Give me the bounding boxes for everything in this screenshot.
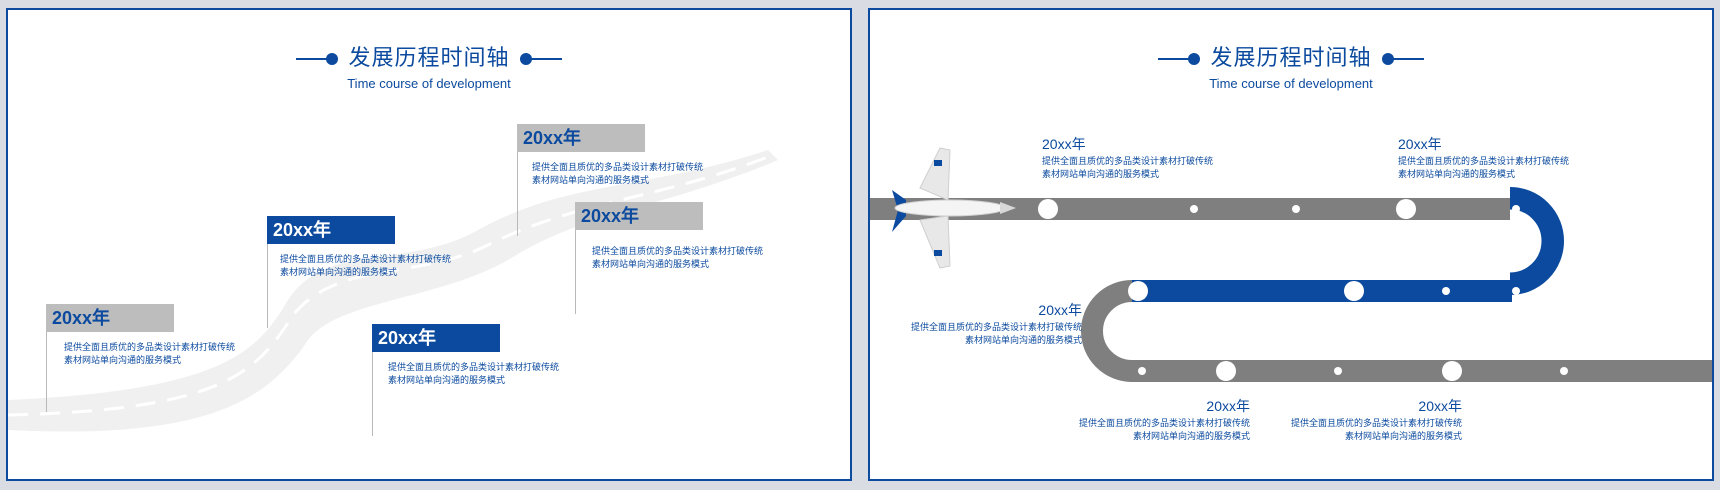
slide-airplane-timeline: 发展历程时间轴 Time course of development 20xx年…: [868, 8, 1714, 481]
page-title: 发展历程时间轴: [1210, 46, 1372, 71]
milestone-dot: [1396, 199, 1416, 219]
milestone-year-2: 20xx年: [1398, 136, 1442, 152]
milestone-year-1: 20xx年: [1042, 136, 1086, 152]
page-subtitle: Time course of development: [347, 76, 511, 91]
title-decoration-left: [1158, 53, 1201, 65]
page-subtitle: Time course of development: [1209, 76, 1373, 91]
timeline-flag-4: 20xx年: [517, 124, 645, 152]
timeline-description-1: 提供全面且质优的多品类设计素材打破传统素材网站单向沟通的服务模式: [64, 343, 236, 366]
milestone-year-5: 20xx年: [1418, 398, 1462, 414]
timeline-description-3: 提供全面且质优的多品类设计素材打破传统素材网站单向沟通的服务模式: [388, 363, 560, 386]
timeline-flag-5: 20xx年: [575, 202, 703, 230]
milestone-year-4: 20xx年: [1206, 398, 1250, 414]
flag-pole: [575, 202, 576, 314]
slide-road-timeline: 发展历程时间轴 Time course of development 20xx年…: [6, 8, 852, 481]
timeline-description-4: 提供全面且质优的多品类设计素材打破传统素材网站单向沟通的服务模式: [532, 163, 704, 186]
milestone-description-2: 提供全面且质优的多品类设计素材打破传统素材网站单向沟通的服务模式: [1398, 157, 1570, 180]
timeline-description-5: 提供全面且质优的多品类设计素材打破传统素材网站单向沟通的服务模式: [592, 247, 764, 270]
milestone-description-3: 提供全面且质优的多品类设计素材打破传统素材网站单向沟通的服务模式: [910, 323, 1082, 346]
milestone-dot: [1344, 281, 1364, 301]
timeline-flag-3: 20xx年: [372, 324, 500, 352]
airplane-icon: [892, 147, 1016, 269]
title-decoration-left: [296, 53, 339, 65]
milestone-description-5: 提供全面且质优的多品类设计素材打破传统素材网站单向沟通的服务模式: [1290, 419, 1462, 442]
title-decoration-right: [1381, 53, 1424, 65]
route-illustration: [870, 147, 1712, 382]
timeline-description-2: 提供全面且质优的多品类设计素材打破传统素材网站单向沟通的服务模式: [280, 255, 452, 278]
milestone-year-3: 20xx年: [1038, 302, 1082, 318]
timeline-flag-1: 20xx年: [46, 304, 174, 332]
milestone-dot: [1038, 199, 1058, 219]
milestone-dot: [1216, 361, 1236, 381]
header: 发展历程时间轴 Time course of development: [870, 40, 1712, 91]
timeline-flag-2: 20xx年: [267, 216, 395, 244]
milestone-description-1: 提供全面且质优的多品类设计素材打破传统素材网站单向沟通的服务模式: [1042, 157, 1214, 180]
page-title: 发展历程时间轴: [348, 46, 510, 71]
milestone-dot: [1128, 281, 1148, 301]
flag-pole: [46, 304, 47, 412]
header: 发展历程时间轴 Time course of development: [8, 40, 850, 91]
flag-pole: [267, 216, 268, 328]
title-decoration-right: [519, 53, 562, 65]
milestone-dot: [1442, 361, 1462, 381]
milestone-description-4: 提供全面且质优的多品类设计素材打破传统素材网站单向沟通的服务模式: [1078, 419, 1250, 442]
flag-pole: [372, 324, 373, 436]
flag-pole: [517, 124, 518, 236]
